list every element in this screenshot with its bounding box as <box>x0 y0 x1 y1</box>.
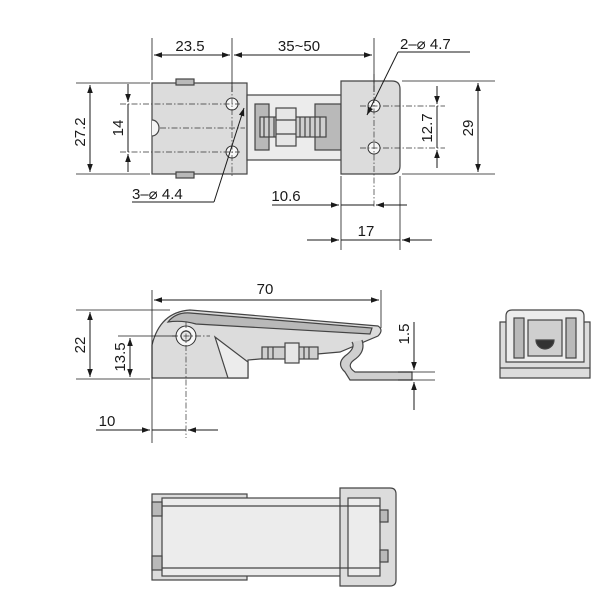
dim-height-catch: 29 <box>460 120 477 137</box>
base-notch <box>151 119 160 137</box>
side-screw <box>261 342 319 364</box>
dim-hole-pitch-base: 14 <box>110 120 127 137</box>
catch-plate <box>340 80 401 175</box>
dim-catch-holes: 2–⌀ 4.7 <box>400 36 451 53</box>
end-view <box>499 309 591 379</box>
end-side <box>513 317 525 359</box>
bottom-hinge <box>151 501 163 517</box>
hinge-tab <box>175 171 195 179</box>
dim-length: 70 <box>257 281 274 298</box>
dim-catch-width: 17 <box>358 223 375 240</box>
dim-base-holes: 3–⌀ 4.4 <box>132 186 183 203</box>
hinge-tab <box>175 78 195 86</box>
dim-pivot-height: 13.5 <box>112 342 129 371</box>
bottom-hinge <box>151 555 163 571</box>
body-bracket <box>213 335 249 379</box>
base-plate <box>151 82 248 175</box>
dim-width-base: 23.5 <box>175 38 204 55</box>
top-view <box>120 74 445 208</box>
end-side <box>565 317 577 359</box>
hex-nut <box>275 107 297 147</box>
adjust-screw <box>259 107 327 147</box>
dim-lift: 1.5 <box>396 324 413 345</box>
dim-hole-pitch-catch: 12.7 <box>419 113 436 142</box>
dim-height-side: 22 <box>72 337 89 354</box>
bottom-view <box>151 487 397 587</box>
lever-top <box>166 312 373 335</box>
dim-pivot-offset: 10 <box>99 413 116 430</box>
dim-height-base: 27.2 <box>72 117 89 146</box>
end-screw <box>535 339 555 350</box>
dim-catch-offset: 10.6 <box>271 188 300 205</box>
top-view-dimensions: 23.5 35~50 2–⌀ 4.7 27.2 14 12.7 29 3–⌀ 4… <box>72 36 495 250</box>
dim-adjust-range: 35~50 <box>278 38 320 55</box>
side-view-dimensions: 70 22 13.5 1.5 10 <box>72 281 435 443</box>
side-view <box>151 309 413 438</box>
